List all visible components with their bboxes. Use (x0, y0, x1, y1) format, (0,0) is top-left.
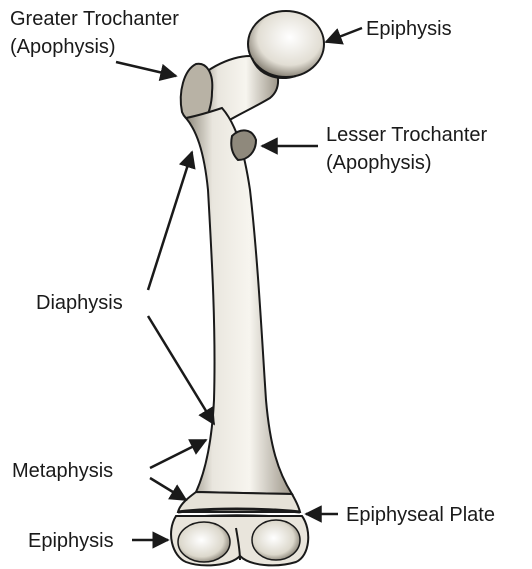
label-epiphysis-bottom: Epiphysis (28, 530, 114, 552)
arrow-greater-trochanter (116, 62, 176, 76)
lateral-condyle (252, 520, 300, 560)
medial-condyle (178, 522, 230, 562)
label-epiphyseal-plate: Epiphyseal Plate (346, 504, 495, 526)
arrow-metaphysis-up (150, 440, 206, 468)
arrow-diaphysis-up (148, 152, 192, 290)
label-lesser-trochanter-sub: (Apophysis) (326, 152, 432, 174)
label-greater-trochanter: Greater Trochanter (10, 8, 179, 30)
femoral-shaft (186, 108, 292, 494)
arrow-metaphysis-down (150, 478, 186, 500)
arrow-epiphysis-top (326, 28, 362, 42)
label-lesser-trochanter: Lesser Trochanter (326, 124, 487, 146)
lesser-trochanter (231, 130, 256, 160)
femoral-head (248, 11, 324, 77)
label-metaphysis: Metaphysis (12, 460, 113, 482)
label-greater-trochanter-sub: (Apophysis) (10, 36, 116, 58)
label-diaphysis: Diaphysis (36, 292, 123, 314)
label-epiphysis-top: Epiphysis (366, 18, 452, 40)
arrow-diaphysis-down (148, 316, 214, 424)
